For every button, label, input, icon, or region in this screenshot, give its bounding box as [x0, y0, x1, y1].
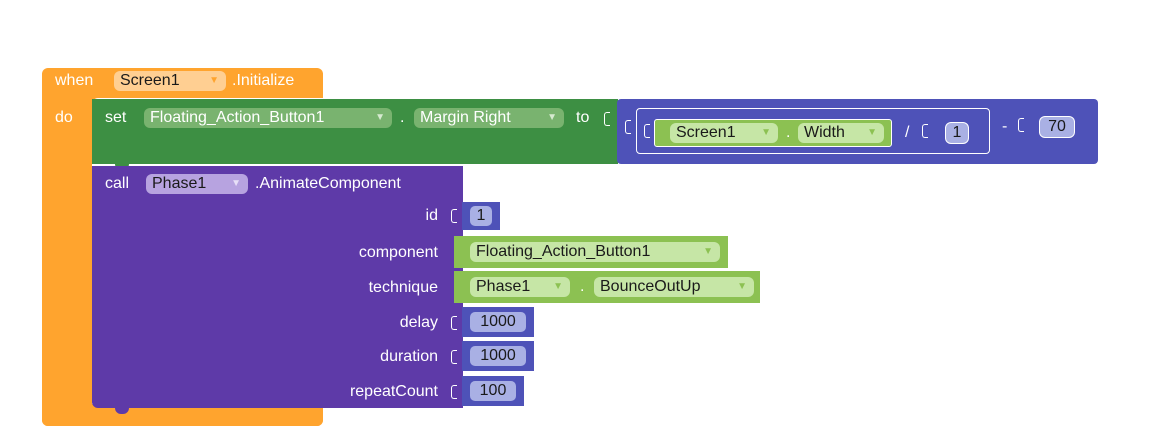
technique-dot: . — [580, 278, 585, 295]
call-component-dropdown[interactable]: Phase1 ▼ — [146, 174, 248, 194]
input-socket-icon — [451, 316, 457, 330]
getter-property-dropdown[interactable]: Width ▼ — [798, 123, 884, 143]
duration-value[interactable]: 1000 — [470, 346, 526, 366]
param-component-label: component — [358, 244, 438, 261]
input-socket-icon — [922, 124, 928, 138]
to-label: to — [576, 109, 590, 126]
event-block-body — [42, 98, 92, 404]
getter-component-value: Screen1 — [676, 124, 736, 141]
delay-value[interactable]: 1000 — [470, 312, 526, 332]
technique-component-value: Phase1 — [476, 278, 531, 295]
param-component-value: Floating_Action_Button1 — [476, 243, 651, 260]
param-component-dropdown[interactable]: Floating_Action_Button1 ▼ — [470, 242, 720, 262]
dropdown-arrow-icon: ▼ — [231, 178, 241, 189]
event-component-value: Screen1 — [120, 72, 180, 89]
when-label: when — [55, 72, 94, 89]
call-method-label: .AnimateComponent — [255, 175, 401, 192]
event-block-footer — [42, 404, 323, 426]
call-label: call — [105, 175, 130, 192]
input-socket-icon — [451, 209, 457, 223]
param-id-label: id — [425, 207, 438, 224]
do-label: do — [55, 109, 73, 126]
dropdown-arrow-icon: ▼ — [547, 112, 557, 123]
dropdown-arrow-icon: ▼ — [761, 127, 771, 138]
dropdown-arrow-icon: ▼ — [209, 75, 219, 86]
technique-value: BounceOutUp — [600, 278, 701, 295]
event-name-label: .Initialize — [232, 72, 295, 89]
param-technique-label: technique — [368, 279, 438, 296]
dropdown-arrow-icon: ▼ — [867, 127, 877, 138]
divide-operator: / — [905, 124, 910, 141]
id-value[interactable]: 1 — [470, 206, 492, 226]
setter-component-value: Floating_Action_Button1 — [150, 109, 325, 126]
input-socket-icon — [1018, 118, 1024, 132]
setter-property-dropdown[interactable]: Margin Right ▼ — [414, 108, 564, 128]
param-repeat-label: repeatCount — [349, 383, 438, 400]
setter-component-dropdown[interactable]: Floating_Action_Button1 ▼ — [144, 108, 392, 128]
input-socket-icon — [451, 350, 457, 364]
getter-property-value: Width — [804, 124, 845, 141]
call-animate-component-block[interactable] — [92, 166, 463, 408]
repeat-value[interactable]: 100 — [470, 381, 516, 401]
minus-operator: - — [1002, 118, 1008, 135]
param-duration-label: duration — [380, 348, 438, 365]
input-socket-icon — [604, 112, 610, 126]
input-socket-icon — [451, 385, 457, 399]
input-socket-icon — [625, 120, 631, 134]
param-delay-label: delay — [399, 314, 438, 331]
subtrahend-number-block[interactable]: 70 — [1040, 117, 1074, 137]
divisor-number-block[interactable]: 1 — [946, 123, 968, 143]
dropdown-arrow-icon: ▼ — [375, 112, 385, 123]
getter-dot: . — [786, 124, 791, 141]
call-component-value: Phase1 — [152, 175, 207, 192]
getter-component-dropdown[interactable]: Screen1 ▼ — [670, 123, 778, 143]
technique-value-dropdown[interactable]: BounceOutUp ▼ — [594, 277, 754, 297]
input-socket-icon — [644, 124, 650, 138]
divide-block[interactable] — [636, 108, 990, 154]
set-label: set — [105, 109, 127, 126]
dropdown-arrow-icon: ▼ — [553, 281, 563, 292]
setter-property-value: Margin Right — [420, 109, 511, 126]
event-component-dropdown[interactable]: Screen1 ▼ — [114, 71, 226, 91]
setter-dot: . — [400, 109, 405, 126]
technique-component-dropdown[interactable]: Phase1 ▼ — [470, 277, 570, 297]
dropdown-arrow-icon: ▼ — [703, 246, 713, 257]
dropdown-arrow-icon: ▼ — [737, 281, 747, 292]
call-notch — [115, 408, 129, 414]
